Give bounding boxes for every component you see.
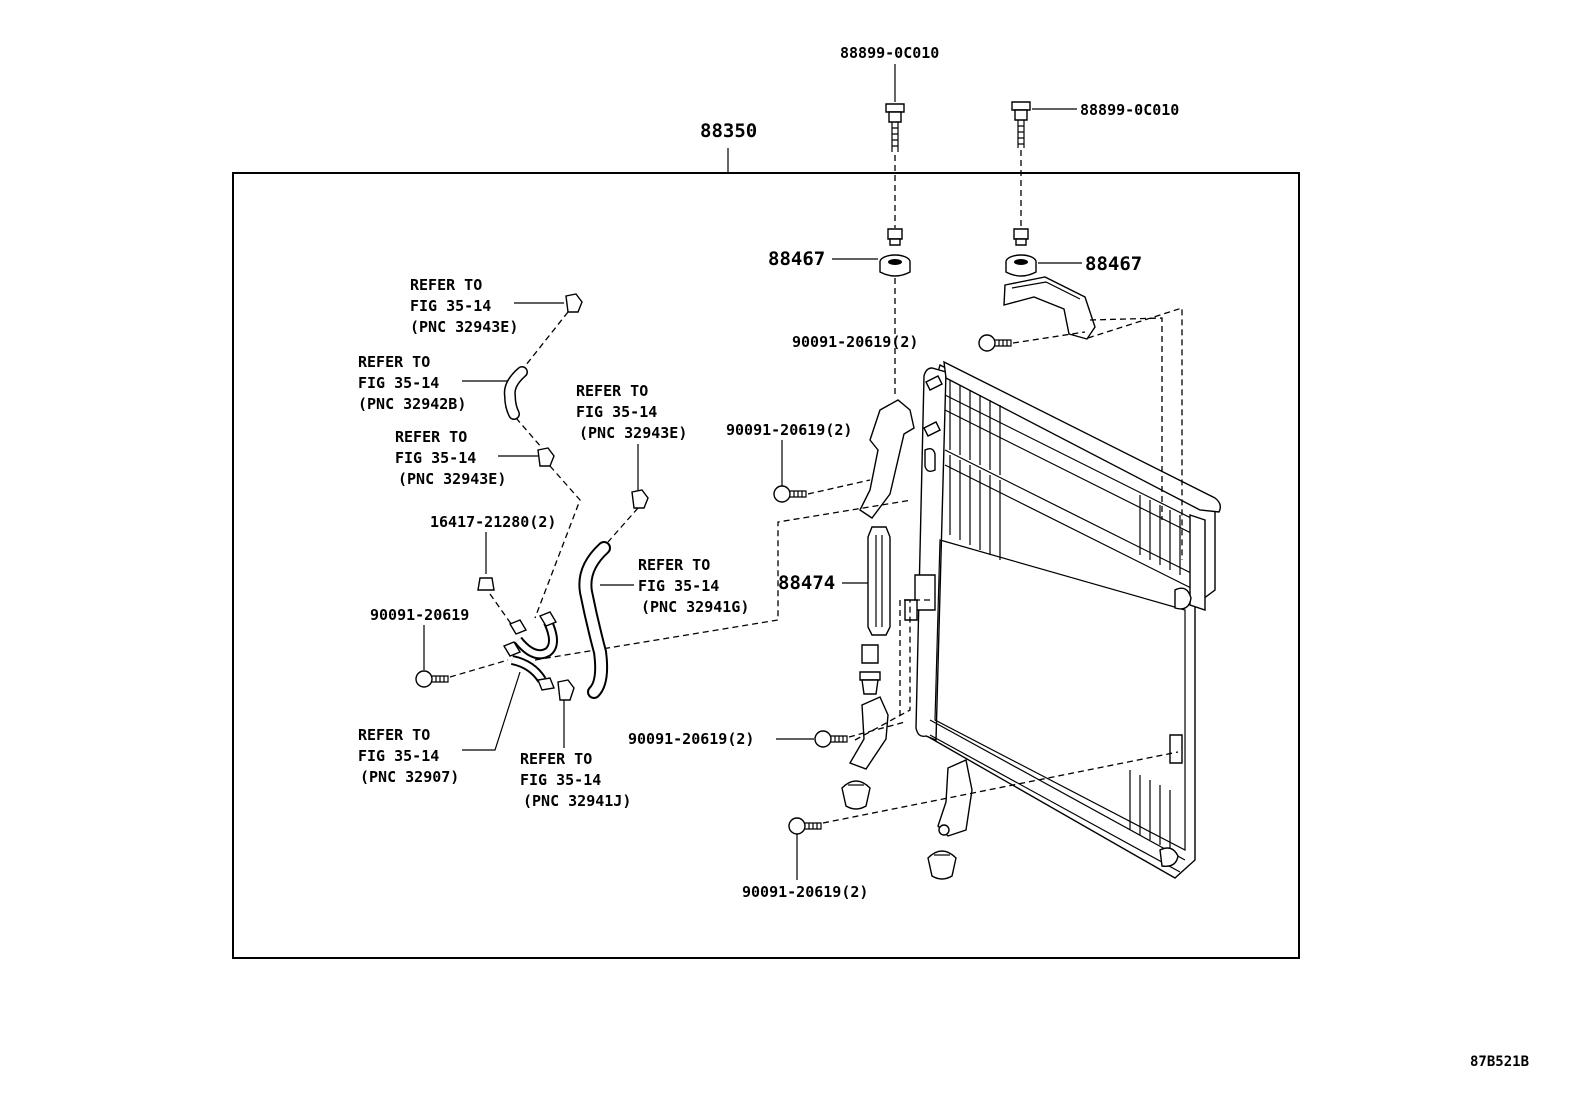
bolt-mid-icon bbox=[773, 485, 807, 503]
label-ref-e-line3[interactable]: (PNC 32941G) bbox=[641, 598, 749, 616]
grommet-icon bbox=[859, 644, 881, 695]
label-bolt-lower[interactable]: 90091-20619(2) bbox=[628, 730, 754, 748]
label-ref-f-line2[interactable]: FIG 35-14 bbox=[358, 747, 439, 765]
label-ref-c-line2[interactable]: FIG 35-14 bbox=[395, 449, 476, 467]
label-ref-e-line2[interactable]: FIG 35-14 bbox=[638, 577, 719, 595]
label-bolt-top-left[interactable]: 88899-0C010 bbox=[840, 44, 939, 62]
label-ref-b-line1[interactable]: REFER TO bbox=[358, 353, 430, 371]
bolt-top-right-icon bbox=[1011, 101, 1031, 148]
label-ref-g-line1[interactable]: REFER TO bbox=[520, 750, 592, 768]
label-ref-f-line1[interactable]: REFER TO bbox=[358, 726, 430, 744]
label-ref-a-line3[interactable]: (PNC 32943E) bbox=[410, 318, 518, 336]
upper-bracket-icon bbox=[1003, 276, 1096, 340]
cushion-left-icon bbox=[879, 228, 911, 277]
label-ref-e-line1[interactable]: REFER TO bbox=[638, 556, 710, 574]
bolt-upper-icon bbox=[978, 334, 1012, 352]
label-ref-d-line2[interactable]: FIG 35-14 bbox=[576, 403, 657, 421]
label-bolt-bottom[interactable]: 90091-20619(2) bbox=[742, 883, 868, 901]
mount-rubber-left-icon bbox=[841, 780, 871, 810]
hose-e-icon bbox=[578, 541, 611, 699]
hose-b-icon bbox=[503, 366, 528, 420]
label-ref-a-line2[interactable]: FIG 35-14 bbox=[410, 297, 491, 315]
condenser-icon bbox=[904, 360, 1222, 879]
label-bolt-pipe[interactable]: 90091-20619 bbox=[370, 606, 469, 624]
bolt-top-left-icon bbox=[885, 103, 905, 152]
clamp-c-icon bbox=[537, 447, 555, 467]
seal-icon bbox=[867, 526, 891, 636]
label-bolt-upper[interactable]: 90091-20619(2) bbox=[792, 333, 918, 351]
label-ref-c-line1[interactable]: REFER TO bbox=[395, 428, 467, 446]
label-ref-d-line1[interactable]: REFER TO bbox=[576, 382, 648, 400]
clamp-g-icon bbox=[557, 679, 575, 701]
label-ref-b-line3[interactable]: (PNC 32942B) bbox=[358, 395, 466, 413]
label-ref-a-line1[interactable]: REFER TO bbox=[410, 276, 482, 294]
mount-rubber-right-icon bbox=[927, 850, 957, 880]
clamp-a-icon bbox=[565, 293, 583, 313]
label-ref-g-line2[interactable]: FIG 35-14 bbox=[520, 771, 601, 789]
label-ref-g-line3[interactable]: (PNC 32941J) bbox=[523, 792, 631, 810]
pipe-fitting-icon bbox=[502, 611, 558, 691]
label-oring[interactable]: 16417-21280(2) bbox=[430, 513, 556, 531]
label-bolt-mid[interactable]: 90091-20619(2) bbox=[726, 421, 852, 439]
label-bolt-top-right[interactable]: 88899-0C010 bbox=[1080, 101, 1179, 119]
cushion-right-icon bbox=[1005, 228, 1037, 277]
label-ref-c-line3[interactable]: (PNC 32943E) bbox=[398, 470, 506, 488]
bottom-bracket-icon bbox=[937, 759, 973, 837]
label-ref-b-line2[interactable]: FIG 35-14 bbox=[358, 374, 439, 392]
bolt-lower-icon bbox=[814, 730, 848, 748]
bolt-bottom-icon bbox=[788, 817, 822, 835]
bolt-pipe-icon bbox=[415, 670, 449, 688]
label-cushion-left[interactable]: 88467 bbox=[768, 248, 825, 270]
assembly-frame bbox=[232, 172, 1300, 959]
label-ref-f-line3[interactable]: (PNC 32907) bbox=[360, 768, 459, 786]
side-bracket-upper-icon bbox=[859, 399, 915, 519]
drawing-code: 87B521B bbox=[1470, 1054, 1529, 1070]
label-seal[interactable]: 88474 bbox=[778, 572, 835, 594]
label-cushion-right[interactable]: 88467 bbox=[1085, 253, 1142, 275]
assembly-part-number[interactable]: 88350 bbox=[700, 120, 757, 142]
clamp-d-icon bbox=[631, 489, 649, 509]
label-ref-d-line3[interactable]: (PNC 32943E) bbox=[579, 424, 687, 442]
oring-icon bbox=[477, 577, 495, 591]
